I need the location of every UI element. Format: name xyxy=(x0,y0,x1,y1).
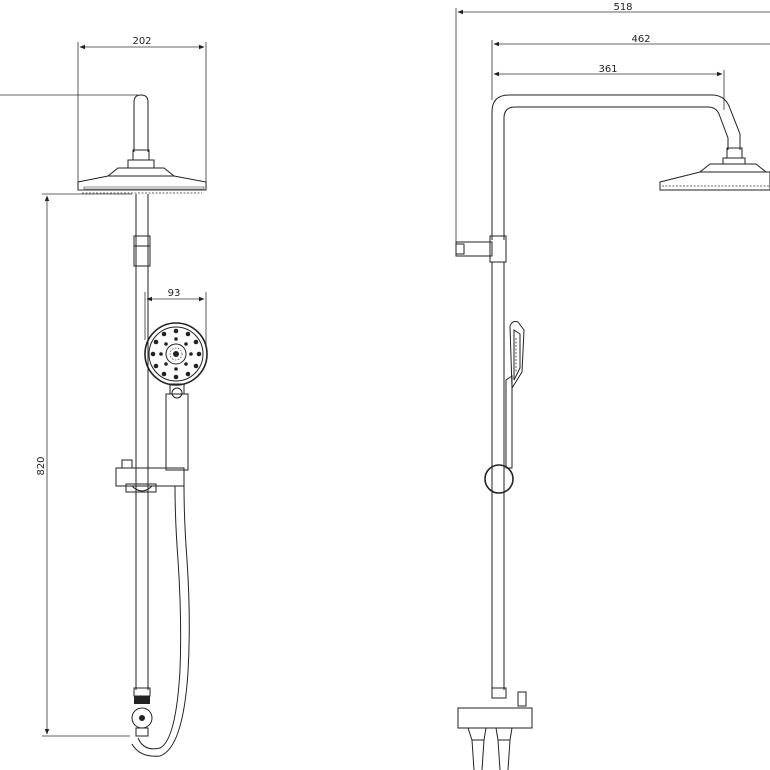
dimension-361: 361 xyxy=(493,64,725,110)
dimension-202: 202 xyxy=(77,36,207,185)
dimension-93: 93 xyxy=(144,288,207,345)
nozzle-ring-outer xyxy=(150,328,202,380)
dimension-label-820: 820 xyxy=(36,456,47,475)
rain-shower-head-front xyxy=(77,175,207,194)
slider-knob-side xyxy=(484,464,514,494)
dimension-label-361: 361 xyxy=(598,64,617,75)
side-view: 518 462 361 xyxy=(455,2,770,770)
dimension-label-518: 518 xyxy=(613,2,632,13)
arm-nut xyxy=(132,149,150,161)
dimension-518: 518 xyxy=(455,2,770,250)
main-riser-pipe xyxy=(133,194,151,690)
nozzle-ring-inner xyxy=(159,337,193,371)
diverter-body-side xyxy=(457,687,533,770)
hand-shower-handle xyxy=(165,383,189,471)
front-view: 202 820 xyxy=(0,36,208,757)
hand-shower-side xyxy=(505,321,525,469)
slide-holder-front xyxy=(115,459,185,493)
dimension-label-462: 462 xyxy=(631,34,650,45)
dimension-820: 820 xyxy=(36,193,132,737)
bottom-connector-front xyxy=(131,687,153,737)
upper-arm-pipe xyxy=(133,94,149,152)
main-riser-side xyxy=(491,262,505,690)
nozzle-row xyxy=(83,186,205,190)
overhead-arm-side xyxy=(491,94,770,240)
shower-hose xyxy=(131,485,190,757)
dimension-462: 462 xyxy=(491,34,770,100)
wall-bracket-side xyxy=(455,235,507,263)
dimension-label-93: 93 xyxy=(168,288,181,299)
hand-shower-face xyxy=(144,322,208,386)
dimension-label-202: 202 xyxy=(132,36,151,47)
